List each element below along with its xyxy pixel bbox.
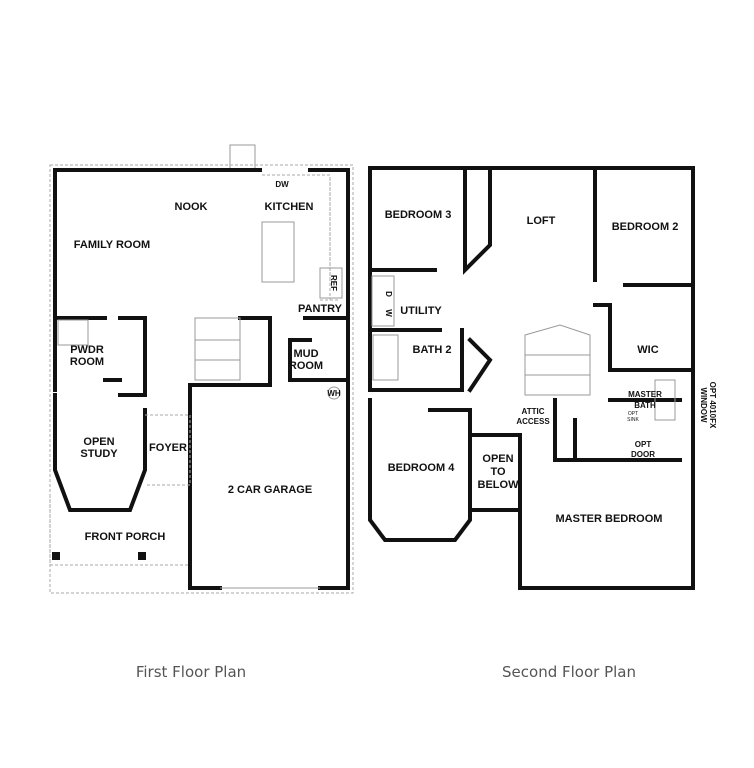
bedroom-4-wall [368, 166, 472, 542]
master-bath-wall [518, 398, 682, 462]
kitchen-counter [262, 174, 340, 301]
refrigerator [319, 267, 343, 299]
opt-sink-label-2: SINK [627, 417, 639, 423]
stairs [524, 324, 591, 396]
stair-wall [188, 316, 272, 387]
room-label-open: OPEN [482, 453, 513, 465]
room-label-front-porch: FRONT PORCH [85, 531, 166, 543]
first-floor-caption: First Floor Plan [136, 663, 246, 681]
room-label-bedroom-2: BEDROOM 2 [612, 221, 679, 233]
room-label-master-bedroom: MASTER BEDROOM [556, 513, 663, 525]
bedroom-3-wall [463, 166, 492, 275]
room-label-mud-room: ROOM [289, 360, 323, 372]
opt-window-label: OPT 4010FX [708, 382, 717, 429]
room-label-wic: WIC [637, 344, 658, 356]
room-label-foyer: FOYER [149, 442, 187, 454]
bedroom-2-wic-wall [593, 166, 695, 372]
exterior-wall [368, 166, 695, 590]
second-floor-plan: BEDROOM 3 LOFT BEDROOM 2 D W UTILITY BAT… [368, 166, 717, 681]
room-label-mud: MUD [293, 348, 318, 360]
room-label-loft: LOFT [527, 215, 556, 227]
stairs [194, 317, 241, 381]
chimney [229, 144, 256, 171]
shower [654, 379, 676, 421]
first-floor-outline [49, 164, 354, 594]
water-heater-label: WH [327, 389, 341, 398]
bathtub [372, 334, 399, 381]
kitchen-island [261, 221, 295, 283]
dishwasher-label: DW [275, 180, 289, 189]
opt-sink-label: OPT [628, 411, 638, 417]
water-heater [327, 386, 341, 400]
room-label-utility: UTILITY [400, 305, 442, 317]
room-label-nook: NOOK [175, 201, 208, 213]
room-label-pwdr-room: ROOM [70, 356, 104, 368]
porch-column [138, 552, 146, 560]
room-label-master-bath: BATH [634, 401, 656, 410]
foyer-outline [145, 414, 191, 486]
attic-label: ATTIC [522, 407, 545, 416]
powder-room-wall [53, 316, 147, 397]
mud-room-wall [288, 316, 350, 382]
room-label-bath-2: BATH 2 [413, 344, 452, 356]
opt-door-label: OPT [635, 440, 652, 449]
opt-window-label-2: WINDOW [699, 387, 708, 423]
room-label-to: TO [490, 466, 506, 478]
room-label-bedroom-3: BEDROOM 3 [385, 209, 452, 221]
toilet [57, 319, 89, 346]
room-label-bedroom-4: BEDROOM 4 [388, 462, 456, 474]
room-label-open: OPEN [83, 436, 114, 448]
room-label-kitchen: KITCHEN [265, 201, 314, 213]
first-floor-plan: NOOK KITCHEN DW FAMILY ROOM REF PANTRY P… [49, 144, 354, 681]
dryer-label: D [384, 291, 393, 297]
second-floor-caption: Second Floor Plan [502, 663, 636, 681]
attic-access-label: ACCESS [516, 417, 550, 426]
refrigerator-label: REF [329, 275, 338, 291]
room-label-pantry: PANTRY [298, 303, 343, 315]
room-label-below: BELOW [478, 479, 520, 491]
washer-dryer [371, 275, 395, 327]
washer-label: W [384, 309, 393, 317]
study-bay-wall [53, 393, 147, 512]
opt-door-label-2: DOOR [631, 450, 655, 459]
porch-column [52, 552, 60, 560]
room-label-master: MASTER [628, 390, 662, 399]
room-label-garage: 2 CAR GARAGE [228, 484, 312, 496]
porch-outline [49, 495, 190, 566]
exterior-wall [53, 168, 350, 590]
room-label-pwdr: PWDR [70, 344, 104, 356]
room-label-family-room: FAMILY ROOM [74, 239, 150, 251]
bath-2-wall [467, 337, 493, 393]
utility-bath-wall [368, 268, 464, 392]
room-label-study: STUDY [80, 448, 118, 460]
open-to-below-wall [468, 433, 522, 512]
